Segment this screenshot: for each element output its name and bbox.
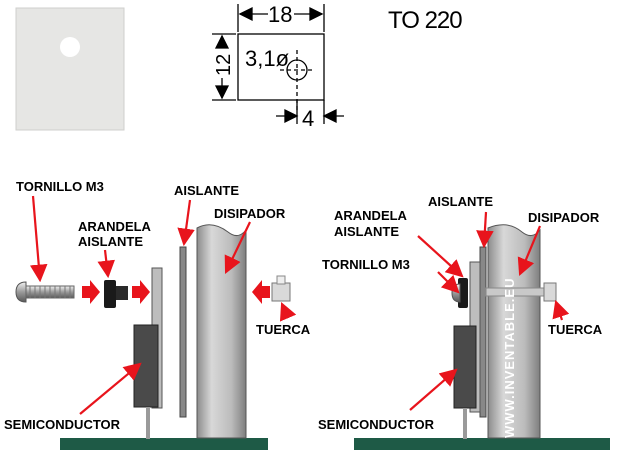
base-plate-left xyxy=(60,438,268,450)
assembly-arrow-2 xyxy=(132,280,150,304)
label-arandela-right-2: AISLANTE xyxy=(334,224,399,239)
label-arandela-right-1: ARANDELA xyxy=(334,208,408,223)
dimension-drawing xyxy=(212,4,344,124)
label-arandela-left-2: AISLANTE xyxy=(78,234,143,249)
nut-right xyxy=(543,282,557,302)
assembly-arrow-3 xyxy=(252,280,270,304)
label-tornillo-left: TORNILLO M3 xyxy=(16,179,104,194)
nut-left xyxy=(271,275,291,302)
package-title: TO 220 xyxy=(388,7,462,34)
label-semiconductor-right: SEMICONDUCTOR xyxy=(318,417,435,432)
dim-offset-label: 4 xyxy=(302,106,314,131)
right-assembly xyxy=(354,211,610,450)
label-aislante-left: AISLANTE xyxy=(174,183,239,198)
heatsink-left xyxy=(196,224,247,439)
label-disipador-left: DISIPADOR xyxy=(214,206,286,221)
dim-height-label: 12 xyxy=(213,54,235,76)
dim-width-label: 18 xyxy=(268,2,292,27)
screw-left xyxy=(15,281,75,303)
label-arandela-left-1: ARANDELA xyxy=(78,219,152,234)
base-plate-right xyxy=(354,438,610,450)
left-assembly xyxy=(15,195,297,450)
label-tornillo-right: TORNILLO M3 xyxy=(322,257,410,272)
heatsink-right xyxy=(487,224,541,439)
label-disipador-right: DISIPADOR xyxy=(528,210,600,225)
label-aislante-right: AISLANTE xyxy=(428,194,493,209)
insulating-pad xyxy=(15,7,125,131)
semiconductor-body-right xyxy=(453,325,477,409)
watermark: WWW.INVENTABLE.EU xyxy=(502,278,517,438)
dim-hole-label: 3,1ø xyxy=(245,46,289,71)
assembly-arrow-1 xyxy=(82,280,100,304)
label-tuerca-left: TUERCA xyxy=(256,322,311,337)
label-tuerca-right: TUERCA xyxy=(548,322,603,337)
insulator-film-left xyxy=(179,246,187,418)
insulating-washer-left xyxy=(104,280,128,308)
insulator-film-right xyxy=(479,246,487,418)
label-semiconductor-left: SEMICONDUCTOR xyxy=(4,417,121,432)
